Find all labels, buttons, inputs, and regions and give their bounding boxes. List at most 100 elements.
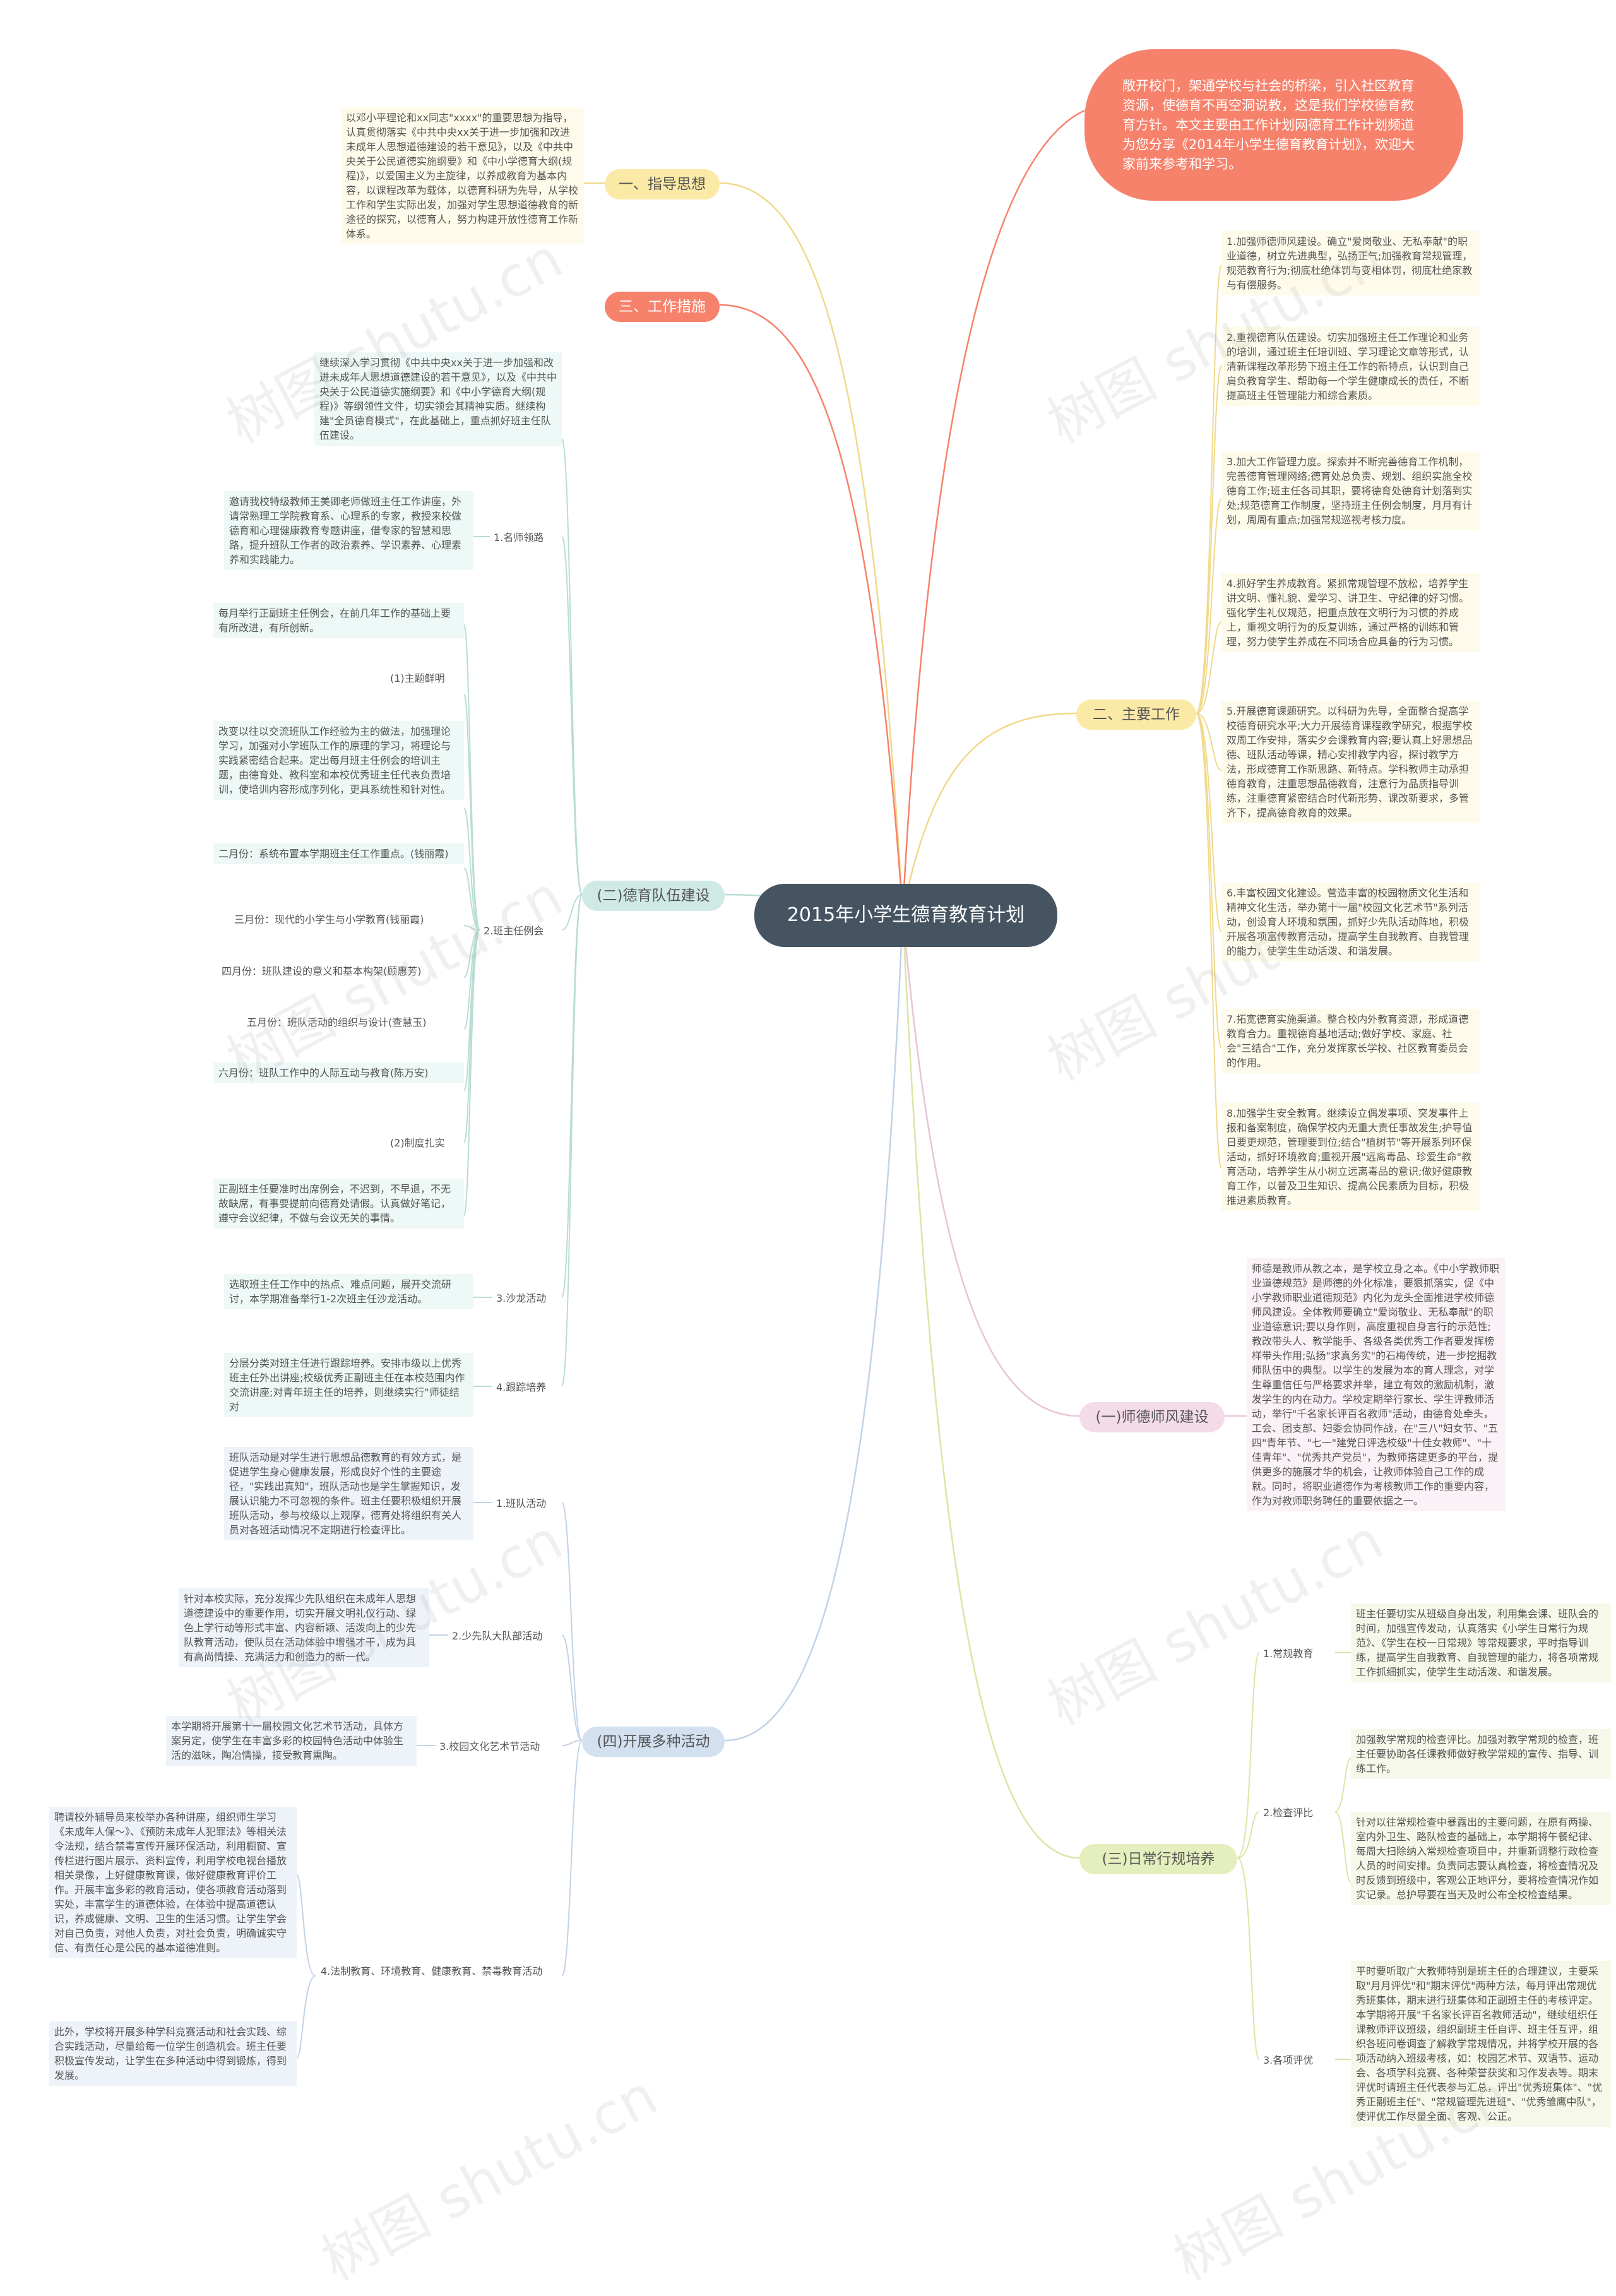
branch-activities[interactable]: (四)开展多种活动 xyxy=(582,1727,725,1757)
team-lead-label-text: 1.名师领路 xyxy=(494,532,544,544)
intro-text: 敞开校门，架通学校与社会的桥梁，引入社区教育资源，使德育不再空洞说教，这是我们学… xyxy=(1122,78,1415,172)
meeting-m4: 四月份：班队建设的意义和基本构架(顾惠芳) xyxy=(217,961,464,982)
main-item-5-content: 5.开展德育课题研究。以科研为先导，全面整合提高学校德育研究水平;大力开展德育课… xyxy=(1227,705,1473,819)
main-item-4: 4.抓好学生养成教育。紧抓常规管理不放松，培养学生讲文明、懂礼貌、爱学习、讲卫生… xyxy=(1221,573,1480,652)
team-track-text-content: 分层分类对班主任进行跟踪培养。安排市级以上优秀班主任外出讲座;校级优秀正副班主任… xyxy=(229,1357,465,1413)
branch-routine-label: (三)日常行规培养 xyxy=(1102,1851,1215,1867)
meeting-sub1[interactable]: (1)主题鲜明 xyxy=(386,670,449,687)
routine-norm-label-text: 1.常规教育 xyxy=(1263,1648,1314,1660)
act-law-text2-content: 此外，学校将开展多种学科竞赛活动和社会实践、综合实践活动，尽量给每一位学生创造机… xyxy=(54,2026,287,2081)
meeting-text3-content: 正副班主任要准时出席例会，不迟到，不早退，不无故缺席，有事要提前向德育处请假。认… xyxy=(218,1183,451,1224)
team-track-label-text: 4.跟踪培养 xyxy=(496,1381,547,1393)
routine-check-label[interactable]: 2.检查评比 xyxy=(1259,1805,1317,1821)
meeting-text2-content: 改变以往以交流班队工作经验为主的做法，加强理论学习，加强对小学班队工作的原理的学… xyxy=(218,725,451,795)
meeting-sub2[interactable]: (2)制度扎实 xyxy=(386,1135,449,1151)
team-salon-label[interactable]: 3.沙龙活动 xyxy=(492,1290,550,1307)
act-law-text2: 此外，学校将开展多种学科竞赛活动和社会实践、综合实践活动，尽量给每一位学生创造机… xyxy=(49,2021,297,2086)
branch-guide-label: 一、指导思想 xyxy=(619,176,706,193)
meeting-sub1-text: (1)主题鲜明 xyxy=(390,672,445,684)
meeting-m5: 五月份：班队活动的组织与设计(查慧玉) xyxy=(242,1012,464,1033)
meeting-m6-content: 六月份：班队工作中的人际互动与教育(陈万安) xyxy=(218,1067,429,1079)
act-culture-label[interactable]: 3.校园文化艺术节活动 xyxy=(436,1739,544,1755)
team-track-label[interactable]: 4.跟踪培养 xyxy=(492,1379,550,1396)
act-class-text: 班队活动是对学生进行思想品德教育的有效方式，是促进学生身心健康发展，形成良好个性… xyxy=(224,1447,473,1540)
main-item-1-content: 1.加强师德师风建设。确立"爱岗敬业、无私奉献"的职业道德，树立先进典型，弘扬正… xyxy=(1227,235,1473,291)
act-law-label-text: 4.法制教育、环境教育、健康教育、禁毒教育活动 xyxy=(321,1965,543,1977)
meeting-text2: 改变以往以交流班队工作经验为主的做法，加强理论学习，加强对小学班队工作的原理的学… xyxy=(213,721,464,800)
branch-activities-label: (四)开展多种活动 xyxy=(597,1734,710,1750)
branch-main[interactable]: 二、主要工作 xyxy=(1076,699,1196,730)
routine-eval-label-text: 3.各项评优 xyxy=(1263,2054,1314,2066)
act-class-text-content: 班队活动是对学生进行思想品德教育的有效方式，是促进学生身心健康发展，形成良好个性… xyxy=(229,1451,462,1536)
main-item-3-content: 3.加大工作管理力度。探索并不断完善德育工作机制，完善德育管理网络;德育处总负责… xyxy=(1227,456,1473,526)
routine-eval-text: 平时要听取广大教师特别是班主任的合理建议，主要采取"月月评优"和"期末评优"两种… xyxy=(1351,1961,1611,2127)
meeting-text1: 每月举行正副班主任例会，在前几年工作的基础上要有所改进，有所创新。 xyxy=(213,603,464,638)
meeting-m2: 二月份：系统布置本学期班主任工作重点。(钱丽霞) xyxy=(213,843,464,864)
main-item-6: 6.丰富校园文化建设。营造丰富的校园物质文化生活和精神文化生活，举办第十一届"校… xyxy=(1221,883,1480,961)
branch-routine[interactable]: (三)日常行规培养 xyxy=(1079,1844,1237,1874)
meeting-sub2-text: (2)制度扎实 xyxy=(390,1137,445,1149)
connector-lines xyxy=(296,109,1352,2060)
main-item-3: 3.加大工作管理力度。探索并不断完善德育工作机制，完善德育管理网络;德育处总负责… xyxy=(1221,451,1480,530)
meeting-m6: 六月份：班队工作中的人际互动与教育(陈万安) xyxy=(213,1062,464,1083)
branch-team[interactable]: (二)德育队伍建设 xyxy=(582,881,725,911)
main-item-8-content: 8.加强学生安全教育。继续设立偶发事项、突发事件上报和备案制度，确保学校内无重大… xyxy=(1227,1107,1473,1206)
team-top-text-content: 继续深入学习贯彻《中共中央xx关于进一步加强和改进未成年人思想道德建设的若干意见… xyxy=(319,357,557,441)
branch-measures[interactable]: 三、工作措施 xyxy=(605,292,720,322)
link-routine xyxy=(901,912,1080,1859)
team-meeting-label[interactable]: 2.班主任例会 xyxy=(480,923,547,939)
team-lead-text: 邀请我校特级教师王美卿老师做班主任工作讲座，外请常熟理工学院教育系、心理系的专家… xyxy=(224,491,473,570)
link-intro xyxy=(901,109,1085,913)
main-item-8: 8.加强学生安全教育。继续设立偶发事项、突发事件上报和备案制度，确保学校内无重大… xyxy=(1221,1103,1480,1211)
team-lead-label[interactable]: 1.名师领路 xyxy=(490,530,547,546)
link-activities xyxy=(724,912,904,1742)
meeting-m3-content: 三月份：现代的小学生与小学教育(钱丽霞) xyxy=(234,913,424,925)
act-culture-label-text: 3.校园文化艺术节活动 xyxy=(439,1740,540,1752)
act-pioneer-text-content: 针对本校实际，充分发挥少先队组织在未成年人思想道德建设中的重要作用，切实开展文明… xyxy=(184,1593,417,1663)
meeting-m3: 三月份：现代的小学生与小学教育(钱丽霞) xyxy=(229,909,464,930)
act-class-label[interactable]: 1.班队活动 xyxy=(492,1496,550,1512)
act-pioneer-label[interactable]: 2.少先队大队部活动 xyxy=(448,1628,546,1645)
branch-ethics[interactable]: (一)师德师风建设 xyxy=(1079,1402,1225,1432)
ethics-text-content: 师德是教师从教之本，是学校立身之本。《中小学教师职业道德规范》是师德的外化标准，… xyxy=(1252,1263,1500,1507)
routine-norm-label[interactable]: 1.常规教育 xyxy=(1259,1646,1317,1662)
team-salon-label-text: 3.沙龙活动 xyxy=(496,1292,547,1304)
branch-guide[interactable]: 一、指导思想 xyxy=(605,169,720,199)
main-item-2-content: 2.重视德育队伍建设。切实加强班主任工作理论和业务的培训，通过班主任培训班、学习… xyxy=(1227,331,1470,402)
meeting-text3: 正副班主任要准时出席例会，不迟到，不早退，不无故缺席，有事要提前向德育处请假。认… xyxy=(213,1179,464,1228)
branch-main-label: 二、主要工作 xyxy=(1093,706,1180,723)
team-salon-text-content: 选取班主任工作中的热点、难点问题，展开交流研讨，本学期准备举行1-2次班主任沙龙… xyxy=(229,1278,452,1305)
main-item-7-content: 7.拓宽德育实施渠道。整合校内外教育资源，形成道德教育合力。重视德育基地活动;做… xyxy=(1227,1013,1469,1069)
routine-norm-text-content: 班主任要切实从班级自身出发，利用集会课、班队会的时间，加强宣传发动，认真落实《小… xyxy=(1356,1608,1599,1678)
root-node[interactable]: 2015年小学生德育教育计划 xyxy=(754,884,1057,947)
guide-text-content: 以邓小平理论和xx同志"xxxx"的重要思想为指导，认真贯彻落实《中共中央xx关… xyxy=(346,112,579,240)
act-law-label[interactable]: 4.法制教育、环境教育、健康教育、禁毒教育活动 xyxy=(316,1961,562,1982)
link-measures xyxy=(719,304,904,913)
root-title: 2015年小学生德育教育计划 xyxy=(787,904,1025,926)
link-ethics xyxy=(901,912,1080,1417)
meeting-m2-content: 二月份：系统布置本学期班主任工作重点。(钱丽霞) xyxy=(218,848,449,860)
act-pioneer-text: 针对本校实际，充分发挥少先队组织在未成年人思想道德建设中的重要作用，切实开展文明… xyxy=(179,1588,429,1667)
routine-check-text2: 针对以往常规检查中暴露出的主要问题，在原有两操、室内外卫生、路队检查的基础上，本… xyxy=(1351,1812,1611,1905)
intro-node[interactable]: 敞开校门，架通学校与社会的桥梁，引入社区教育资源，使德育不再空洞说教，这是我们学… xyxy=(1084,49,1463,201)
meeting-text1-content: 每月举行正副班主任例会，在前几年工作的基础上要有所改进，有所创新。 xyxy=(218,607,451,634)
routine-eval-label[interactable]: 3.各项评优 xyxy=(1259,2052,1317,2069)
routine-eval-text-content: 平时要听取广大教师特别是班主任的合理建议，主要采取"月月评优"和"期末评优"两种… xyxy=(1356,1965,1603,2122)
main-item-2: 2.重视德育队伍建设。切实加强班主任工作理论和业务的培训，通过班主任培训班、学习… xyxy=(1221,327,1480,406)
main-item-4-content: 4.抓好学生养成教育。紧抓常规管理不放松，培养学生讲文明、懂礼貌、爱学习、讲卫生… xyxy=(1227,578,1470,648)
link-main xyxy=(901,712,1077,913)
branch-measures-label: 三、工作措施 xyxy=(619,299,706,315)
routine-check-text1-content: 加强教学常规的检查评比。加强对教学常规的检查，班主任要协助各任课教师做好教学常规… xyxy=(1356,1734,1599,1775)
act-law-text1: 聘请校外辅导员来校举办各种讲座，组织师生学习《未成年人保～》、《预防未成年人犯罪… xyxy=(49,1807,297,1958)
routine-check-text1: 加强教学常规的检查评比。加强对教学常规的检查，班主任要协助各任课教师做好教学常规… xyxy=(1351,1729,1611,1779)
branch-ethics-label: (一)师德师风建设 xyxy=(1095,1409,1209,1425)
team-track-text: 分层分类对班主任进行跟踪培养。安排市级以上优秀班主任外出讲座;校级优秀正副班主任… xyxy=(224,1353,473,1417)
ethics-text: 师德是教师从教之本，是学校立身之本。《中小学教师职业道德规范》是师德的外化标准，… xyxy=(1247,1258,1506,1511)
act-culture-text: 本学期将开展第十一届校园文化艺术节活动，具体方案另定，使学生在丰富多彩的校园特色… xyxy=(166,1716,417,1766)
act-law-text1-content: 聘请校外辅导员来校举办各种讲座，组织师生学习《未成年人保～》、《预防未成年人犯罪… xyxy=(54,1811,287,1954)
team-salon-text: 选取班主任工作中的热点、难点问题，展开交流研讨，本学期准备举行1-2次班主任沙龙… xyxy=(224,1274,473,1309)
team-meeting-label-text: 2.班主任例会 xyxy=(484,925,544,937)
team-lead-text-content: 邀请我校特级教师王美卿老师做班主任工作讲座，外请常熟理工学院教育系、心理系的专家… xyxy=(229,496,462,566)
meeting-m4-content: 四月份：班队建设的意义和基本构架(顾惠芳) xyxy=(222,965,422,977)
branch-team-label: (二)德育队伍建设 xyxy=(597,888,710,904)
